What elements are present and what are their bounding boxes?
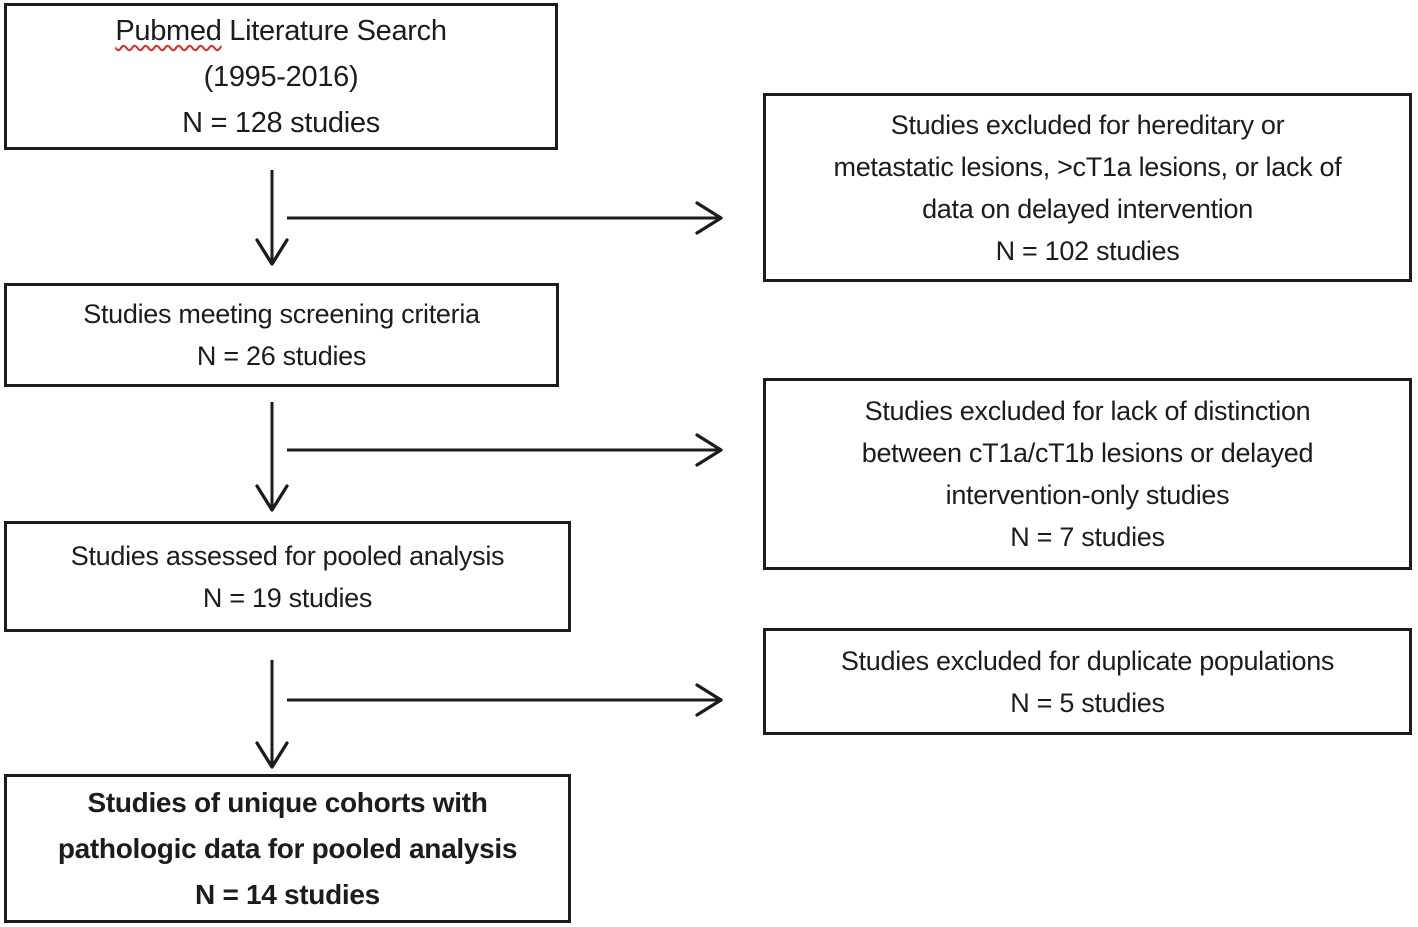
- box-pubmed-search-count: N = 128 studies: [182, 106, 380, 139]
- final-count: N = 14 studies: [195, 878, 380, 910]
- box-excluded-distinction: Studies excluded for lack of distinction…: [763, 378, 1412, 570]
- box-pubmed-search-years: (1995-2016): [203, 60, 359, 93]
- assessed-count: N = 19 studies: [202, 582, 373, 613]
- box-pubmed-search: Pubmed Literature Search (1995-2016) N =…: [4, 3, 558, 150]
- spellchecked-word: Pubmed: [115, 14, 222, 47]
- box-pubmed-search-title: Pubmed Literature Search: [115, 8, 447, 54]
- screening-line: Studies meeting screening criteria: [83, 299, 480, 329]
- box-screening-criteria: Studies meeting screening criteria N = 2…: [4, 283, 559, 387]
- screening-count: N = 26 studies: [196, 341, 367, 371]
- title-rest: Literature Search: [221, 14, 447, 47]
- final-line: Studies of unique cohorts with: [87, 786, 488, 818]
- excluded-duplicate-line: Studies excluded for duplicate populatio…: [840, 645, 1335, 676]
- assessed-line: Studies assessed for pooled analysis: [70, 540, 505, 571]
- excluded-hereditary-line: metastatic lesions, >cT1a lesions, or la…: [833, 151, 1342, 182]
- excluded-hereditary-line: Studies excluded for hereditary or: [890, 109, 1285, 140]
- box-assessed-pooled: Studies assessed for pooled analysis N =…: [4, 521, 571, 632]
- excluded-hereditary-count: N = 102 studies: [995, 235, 1180, 266]
- excluded-duplicate-count: N = 5 studies: [1010, 687, 1165, 718]
- excluded-distinction-line: Studies excluded for lack of distinction: [864, 396, 1311, 426]
- box-excluded-hereditary: Studies excluded for hereditary or metas…: [763, 93, 1412, 282]
- box-final-cohorts: Studies of unique cohorts with pathologi…: [4, 774, 571, 923]
- box-excluded-duplicate: Studies excluded for duplicate populatio…: [763, 628, 1412, 735]
- excluded-distinction-line: intervention-only studies: [945, 480, 1230, 510]
- final-line: pathologic data for pooled analysis: [57, 832, 518, 864]
- excluded-distinction-count: N = 7 studies: [1010, 522, 1165, 552]
- excluded-hereditary-line: data on delayed intervention: [922, 193, 1253, 224]
- excluded-distinction-line: between cT1a/cT1b lesions or delayed: [861, 438, 1314, 468]
